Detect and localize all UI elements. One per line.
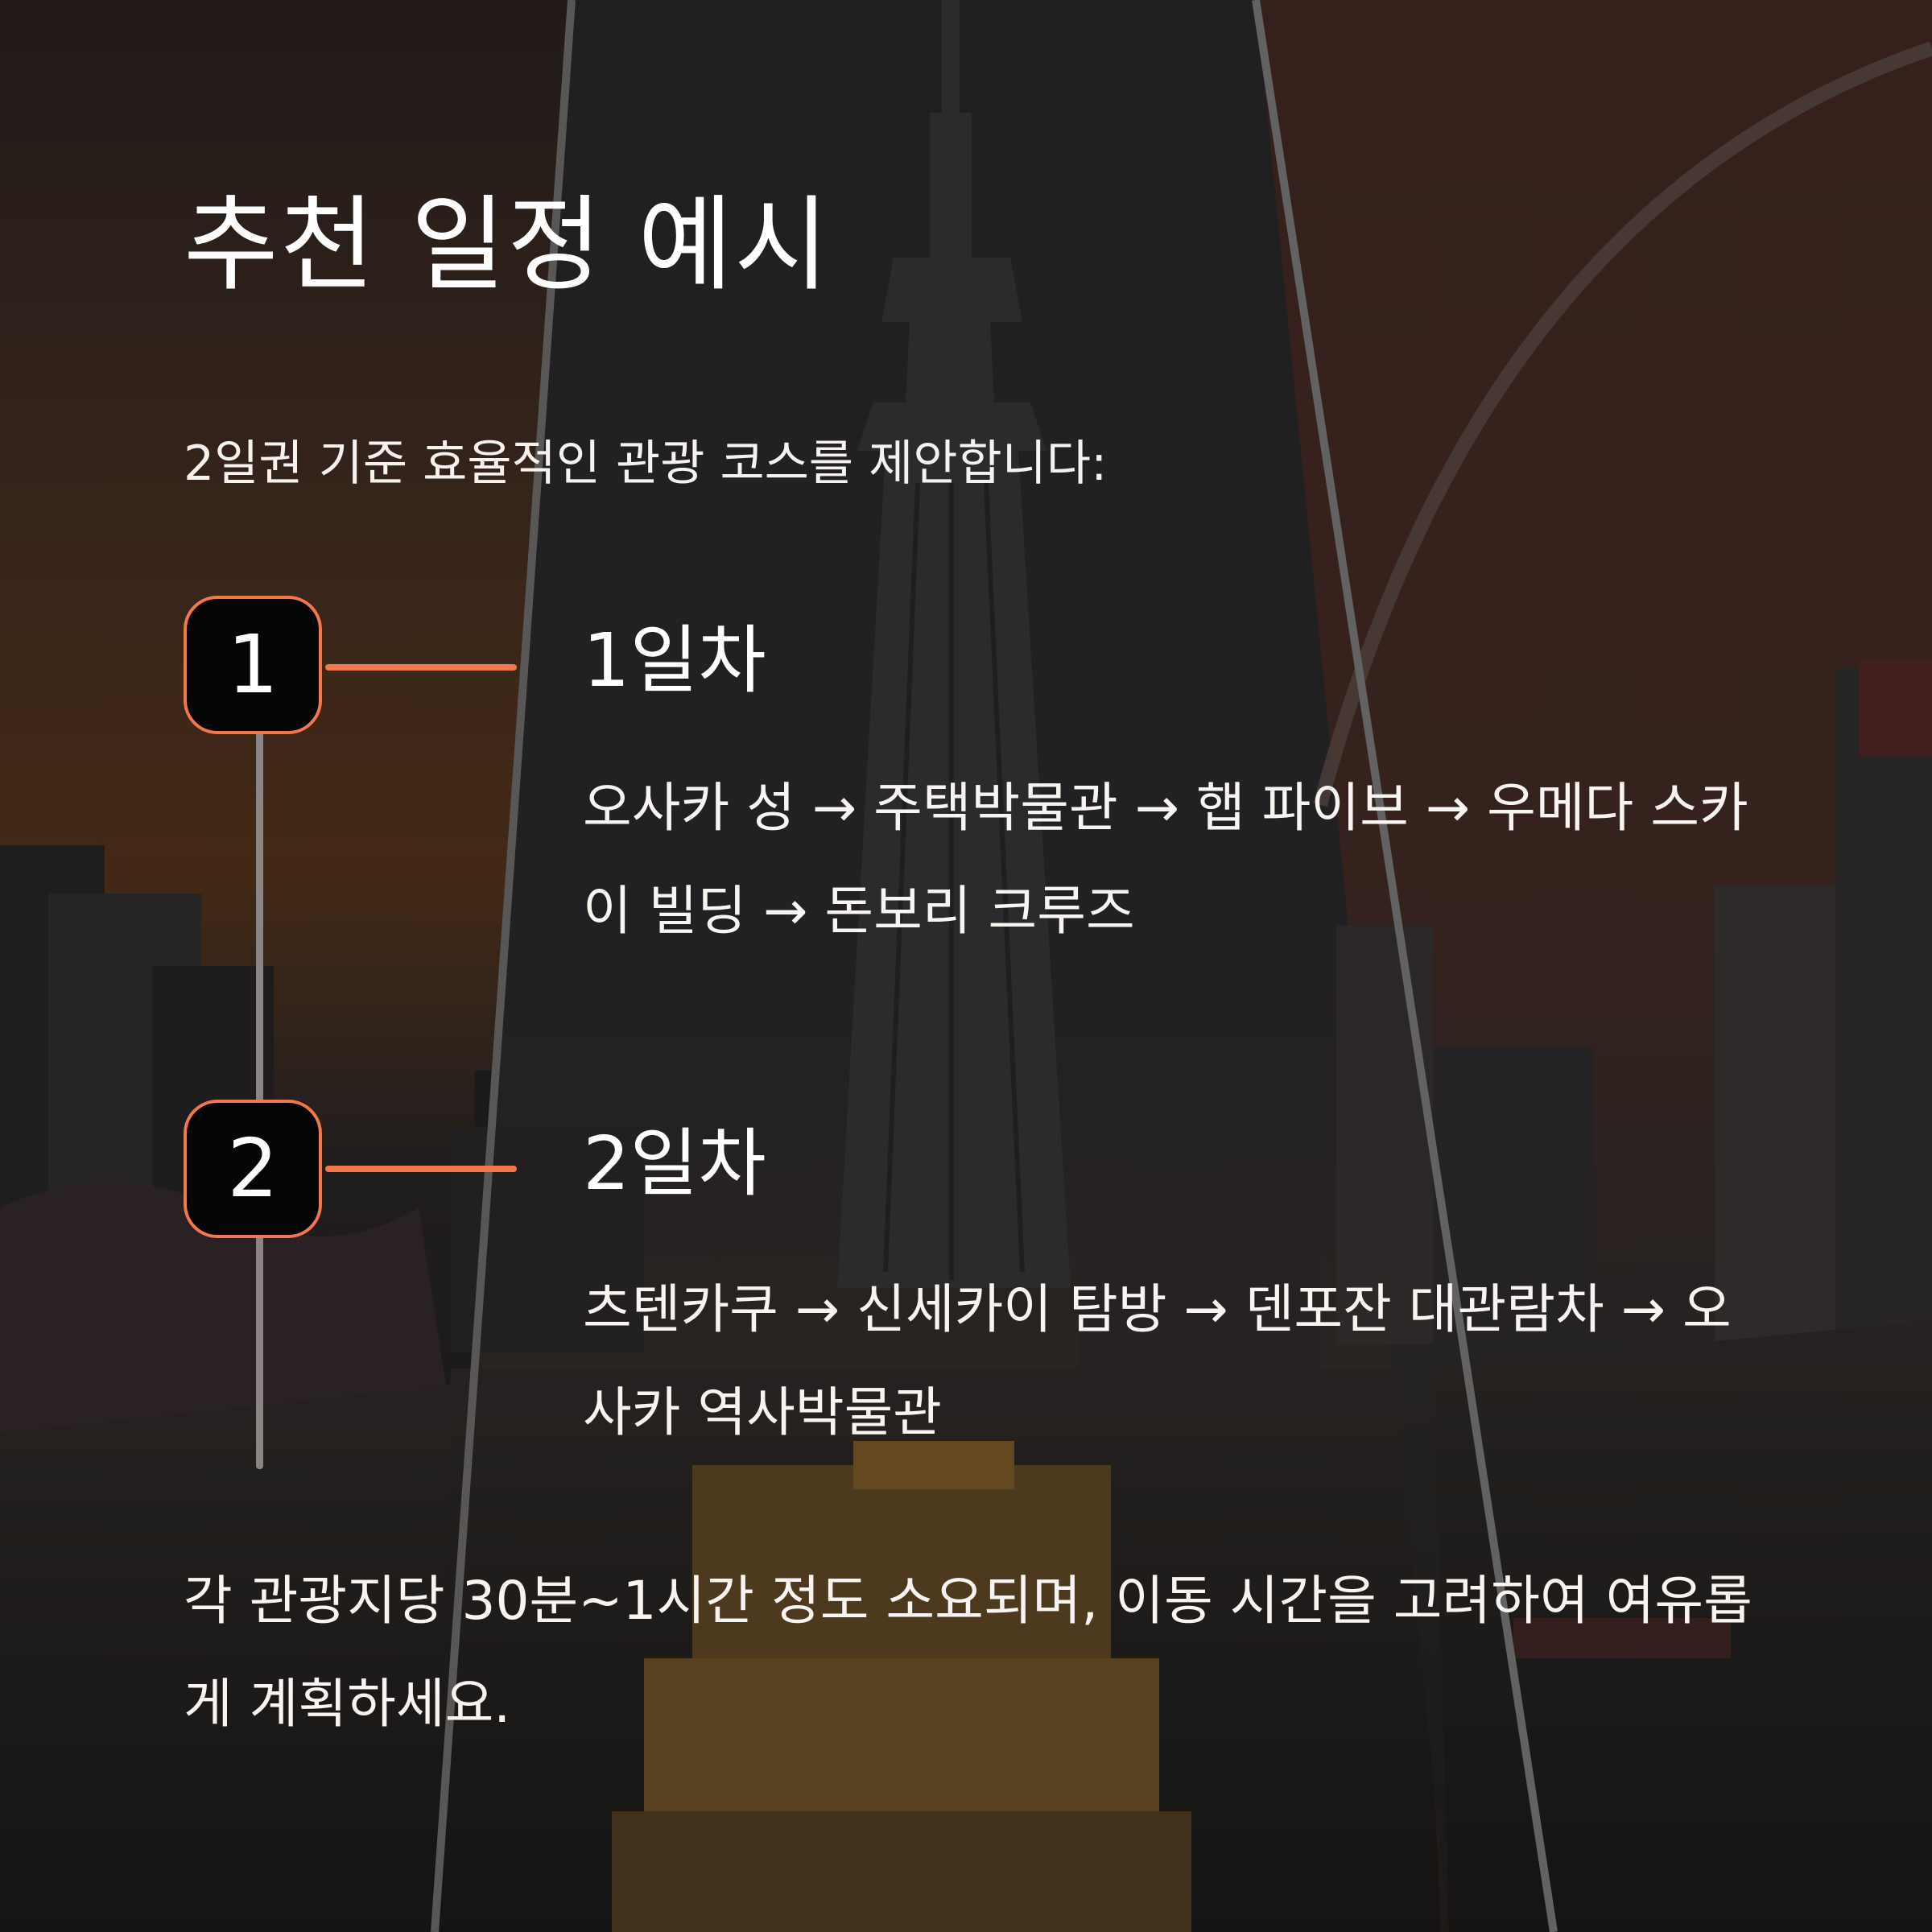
boat-silhouette [612, 1441, 1191, 1932]
day-1-title: 1일차 [583, 617, 766, 704]
day-2-title: 2일차 [583, 1121, 766, 1207]
day-1-connector [325, 664, 517, 671]
page-title: 추천 일정 예시 [184, 185, 831, 305]
day-1-number-badge: 1 [184, 596, 322, 734]
day-2-connector [325, 1166, 517, 1172]
day-1-route: 오사카 성 → 주택박물관 → 햅 파이브 → 우메다 스카이 빌딩 → 돈보리… [583, 777, 1748, 942]
timeline-line [256, 729, 263, 1469]
page-subtitle: 2일권 기준 효율적인 관광 코스를 제안합니다: [184, 436, 1108, 492]
footer-note: 각 관광지당 30분~1시간 정도 소요되며, 이동 시간을 고려하여 여유롭게… [184, 1570, 1752, 1735]
day-2-number-badge: 2 [184, 1100, 322, 1238]
day-2-route: 츠텐카쿠 → 신세카이 탐방 → 덴포잔 대관람차 → 오사카 역사박물관 [583, 1278, 1732, 1443]
